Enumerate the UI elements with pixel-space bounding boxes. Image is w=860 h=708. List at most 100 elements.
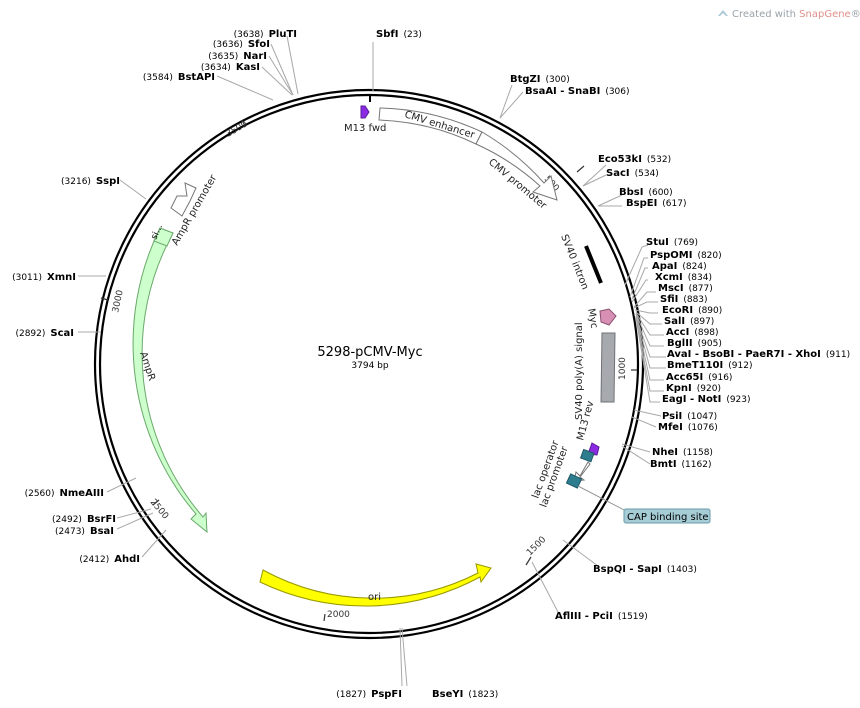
- enzyme-name: BspEI: [626, 198, 657, 209]
- enzyme-site-avai: AvaI - BsoBI - PaeR7I - XhoI(911): [667, 349, 850, 360]
- enzyme-position: (1047): [687, 412, 717, 422]
- cap-callout-line: [577, 485, 629, 513]
- enzyme-name: XmnI: [47, 272, 76, 283]
- enzyme-labels: SbfI(23) BtgZI(300) BsaAI - SnaBI(306) E…: [376, 29, 850, 700]
- enzyme-position: (3636): [213, 40, 243, 50]
- enzyme-position: (2473): [55, 527, 85, 537]
- enzyme-name: XcmI: [655, 272, 683, 283]
- enzyme-position: (834): [688, 273, 712, 283]
- enzyme-site-sbfi: SbfI(23): [376, 29, 422, 40]
- enzyme-name: ScaI: [50, 328, 74, 339]
- enzyme-site-ecori: EcoRI (890): [662, 305, 722, 316]
- enzyme-site-bglii: BglII (905): [667, 338, 722, 349]
- sv40-intron-label: SV40 intron: [558, 233, 590, 291]
- enzyme-name: SfiI: [660, 294, 678, 305]
- enzyme-name: Acc65I: [666, 372, 703, 383]
- enzyme-name: PsiI: [662, 411, 682, 422]
- tick-1500: 1500: [525, 535, 548, 558]
- enzyme-site-bstapi: (3584) BstAPI: [143, 72, 215, 83]
- cmv-promoter-arrow: [475, 131, 558, 201]
- enzyme-name: MfeI: [658, 422, 683, 433]
- sv40-polya-label: SV40 poly(A) signal: [574, 322, 585, 420]
- enzyme-position: (23): [403, 30, 421, 40]
- enzyme-site-sspi: (3216) SspI: [61, 176, 120, 187]
- enzyme-name: BmeT110I: [667, 360, 723, 371]
- snapgene-logo-icon: [718, 10, 728, 16]
- enzyme-site-psii: PsiI (1047): [662, 411, 717, 422]
- enzyme-site-sfoi: (3636) SfoI: [213, 39, 270, 50]
- enzyme-site-xcmi: XcmI (834): [655, 272, 712, 283]
- enzyme-position: (824): [682, 262, 706, 272]
- enzyme-name: NheI: [652, 447, 678, 458]
- enzyme-name: BsaI: [90, 526, 114, 537]
- enzyme-site-bmti: BmtI (1162): [650, 459, 711, 470]
- enzyme-name: EcoRI: [662, 305, 693, 316]
- lac-operator-box: [579, 448, 595, 463]
- enzyme-position: (300): [546, 75, 570, 85]
- enzyme-name: BstAPI: [178, 72, 215, 83]
- enzyme-site-ahdi: (2412)AhdI: [79, 554, 140, 565]
- enzyme-position: (600): [648, 188, 672, 198]
- enzyme-site-eco53ki: Eco53kI(532): [598, 154, 671, 165]
- ori-label: ori: [368, 592, 381, 603]
- enzyme-name: BglII: [667, 338, 693, 349]
- enzyme-name: BseYI: [432, 689, 463, 700]
- enzyme-site-sali: SalI(897): [664, 316, 714, 327]
- enzyme-name: ApaI: [652, 261, 677, 272]
- enzyme-position: (3638): [234, 30, 264, 40]
- cap-binding-site-label: CAP binding site: [627, 512, 709, 523]
- enzyme-site-nari: (3635)NarI: [208, 51, 267, 62]
- enzyme-name: PluTI: [269, 29, 297, 40]
- svg-text:Created with SnapGene®: Created with SnapGene®: [732, 9, 860, 20]
- m13-fwd-arrow: [360, 105, 370, 119]
- enzyme-position: (3584): [143, 73, 173, 83]
- enzyme-site-kasi: (3634)KasI: [201, 62, 260, 73]
- enzyme-leader-lines: [78, 35, 666, 687]
- enzyme-position: (890): [698, 306, 722, 316]
- enzyme-position: (306): [605, 87, 629, 97]
- enzyme-site-acci: AccI(898): [666, 327, 719, 338]
- watermark-brand: SnapGene: [799, 9, 851, 20]
- sv40-polya-box: [600, 332, 616, 403]
- enzyme-site-pspfi: (1827)PspFI: [336, 689, 402, 700]
- enzyme-name: SalI: [664, 316, 685, 327]
- enzyme-site-bsai: (2473) BsaI: [55, 526, 114, 537]
- enzyme-position: (1162): [682, 460, 712, 470]
- enzyme-position: (3216): [61, 177, 91, 187]
- enzyme-name: SfoI: [248, 39, 270, 50]
- tick-2000: 2000: [327, 610, 350, 620]
- enzyme-site-scai: (2892) ScaI: [15, 328, 74, 339]
- cap-site-box: [565, 473, 583, 489]
- enzyme-position: (912): [728, 361, 752, 371]
- tick-2500: 2500: [148, 498, 171, 522]
- enzyme-name: PspOMI: [650, 250, 692, 261]
- enzyme-position: (905): [698, 339, 722, 349]
- enzyme-labels-left: (1827)PspFI (2412)AhdI (2473)BsaI (2492)…: [12, 29, 402, 700]
- enzyme-name: NmeAIII: [60, 488, 104, 499]
- enzyme-name: AvaI - BsoBI - PaeR7I - XhoI: [667, 349, 821, 360]
- enzyme-site-apai: ApaI (824): [652, 261, 707, 272]
- enzyme-name: AhdI: [114, 554, 140, 565]
- enzyme-name: BspQI - SapI: [593, 564, 662, 575]
- enzyme-position: (1403): [667, 565, 697, 575]
- position-ticks: [100, 94, 637, 622]
- enzyme-site-afliii: AflIII - PciI(1519): [555, 611, 648, 622]
- enzyme-position: (1519): [618, 612, 648, 622]
- enzyme-position: (2892): [15, 329, 45, 339]
- enzyme-position: (534): [635, 169, 659, 179]
- enzyme-position: (3635): [208, 52, 238, 62]
- snapgene-watermark: Created with SnapGene®: [718, 9, 860, 20]
- tick-3000: 3000: [111, 289, 126, 314]
- enzyme-name: KasI: [236, 62, 260, 73]
- enzyme-name: BsaAI - SnaBI: [525, 86, 600, 97]
- enzyme-position: (1158): [683, 448, 713, 458]
- enzyme-site-acc65i: Acc65I(916): [666, 372, 732, 383]
- enzyme-site-saci: SacI(534): [606, 168, 659, 179]
- m13-fwd-label: M13 fwd: [344, 123, 386, 134]
- enzyme-name: SspI: [96, 176, 120, 187]
- enzyme-position: (2560): [25, 489, 55, 499]
- enzyme-site-bseyi: BseYI(1823): [432, 689, 498, 700]
- ampr-arrow: [132, 227, 208, 534]
- enzyme-name: BmtI: [650, 459, 677, 470]
